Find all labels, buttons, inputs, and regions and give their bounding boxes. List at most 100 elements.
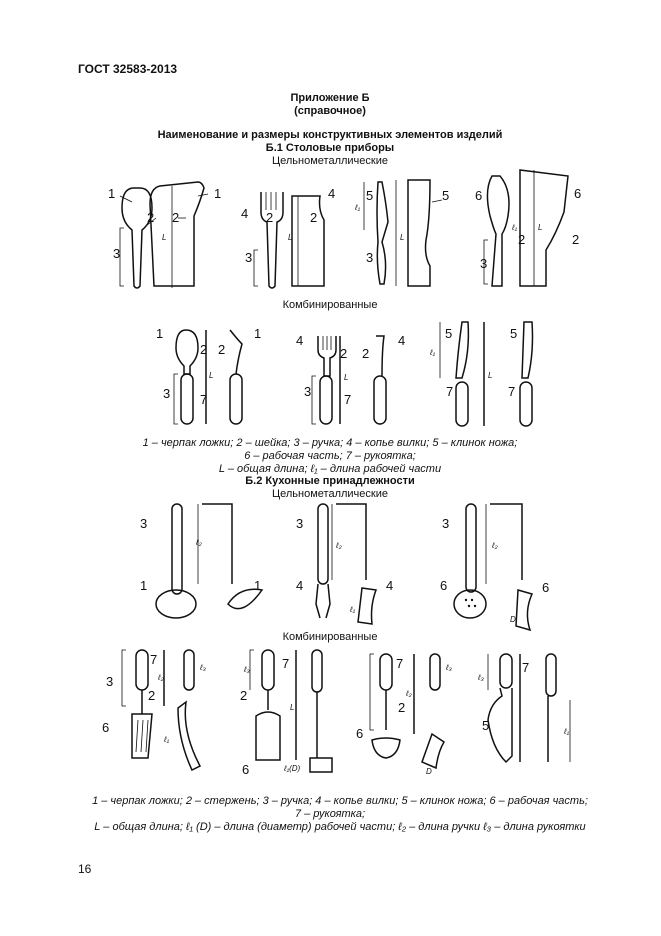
section2-legend-line3: L – общая длина; ℓ₁ (D) – длина (диаметр…: [94, 821, 586, 833]
label-3: 3: [304, 384, 311, 399]
section1-legend-line2: 6 – рабочая часть; 7 – рукоятка;: [244, 450, 416, 462]
figure-skimmer-whole: 3 6 6 ℓ₂ D: [440, 503, 549, 632]
section1-legend-line3: L – общая длина; ℓ₁ – длина рабочей част…: [218, 463, 442, 475]
label-6: 6: [440, 578, 447, 593]
label-5: 5: [442, 188, 449, 203]
figure-spatula-combined: 3 7 2 6 ℓ₂ ℓ₃ ℓ₁: [102, 649, 206, 772]
label-2: 2: [310, 210, 317, 225]
label-7: 7: [522, 660, 529, 675]
section1-title: Б.1 Столовые приборы: [265, 142, 395, 154]
section2-title: Б.2 Кухонные принадлежности: [245, 475, 415, 487]
label-6: 6: [475, 188, 482, 203]
label-L: L: [288, 233, 292, 242]
label-L: L: [162, 233, 166, 242]
section1-legend-line1: 1 – черпак ложки; 2 – шейка; 3 – ручка; …: [142, 437, 518, 449]
label-L: L: [488, 371, 492, 380]
label-6: 6: [356, 726, 363, 741]
label-3: 3: [245, 250, 252, 265]
figure-cleaver-combined: 7 5 ℓ₃ ℓ₁: [477, 653, 571, 764]
label-l2: ℓ₂: [491, 541, 498, 550]
figure-server-whole: 6 6 2 2 3 L ℓ₁: [475, 169, 581, 287]
label-6: 6: [102, 720, 109, 735]
figure-knife-combined: 5 5 7 7 ℓ₁ L: [429, 321, 534, 427]
section2-legend-line1: 1 – черпак ложки; 2 – стержень; 3 – ручк…: [92, 795, 588, 807]
figure-spoon-combined: 1 1 2 2 3 7 L: [156, 326, 261, 425]
label-4: 4: [296, 578, 303, 593]
label-l2: ℓ₂: [195, 538, 202, 547]
label-1: 1: [254, 578, 261, 593]
label-6: 6: [242, 762, 249, 777]
label-l2: ℓ₂: [157, 673, 164, 682]
label-7: 7: [344, 392, 351, 407]
label-2: 2: [398, 700, 405, 715]
label-2: 2: [148, 688, 155, 703]
section2-legend-line2: 7 – рукоятка;: [294, 808, 366, 820]
label-4: 4: [386, 578, 393, 593]
figure-ladle-combined: 7 2 6 ℓ₂ ℓ₃ D: [356, 653, 452, 776]
label-7: 7: [446, 384, 453, 399]
section2-subtitle-whole: Цельнометаллические: [272, 488, 388, 500]
figure-ladle-whole: 3 1 1 ℓ₂: [140, 503, 264, 619]
section1-subtitle-whole: Цельнометаллические: [272, 155, 388, 167]
label-4: 4: [398, 333, 405, 348]
label-D: D: [510, 615, 516, 624]
label-7: 7: [150, 652, 157, 667]
label-3: 3: [140, 516, 147, 531]
label-6: 6: [542, 580, 549, 595]
label-1: 1: [140, 578, 147, 593]
label-L: L: [290, 703, 294, 712]
label-2: 2: [147, 210, 154, 225]
label-l3: ℓ₃: [445, 663, 452, 672]
label-7: 7: [508, 384, 515, 399]
label-2: 2: [172, 210, 179, 225]
figure-spoon-whole: 1 1 2 2 3 L: [108, 181, 221, 289]
label-1: 1: [214, 186, 221, 201]
label-L: L: [538, 223, 542, 232]
label-5: 5: [482, 718, 489, 733]
label-7: 7: [282, 656, 289, 671]
label-3: 3: [113, 246, 120, 261]
label-7: 7: [200, 392, 207, 407]
label-3: 3: [296, 516, 303, 531]
appendix-type: (справочное): [294, 105, 366, 117]
label-l1: ℓ₁: [429, 348, 436, 357]
label-5: 5: [510, 326, 517, 341]
label-4: 4: [241, 206, 248, 221]
label-l3: ℓ₃: [477, 673, 484, 682]
figure-turner-combined: 7 2 6 ℓ₃ L ℓ₁(D): [240, 649, 333, 777]
label-l1: ℓ₁: [563, 727, 570, 736]
appendix-title: Приложение Б: [290, 92, 370, 104]
figure-fork-combined: 4 4 2 2 3 7 L: [296, 333, 405, 425]
label-l3: ℓ₃: [199, 663, 206, 672]
label-l1: ℓ₁: [511, 223, 518, 232]
label-5: 5: [366, 188, 373, 203]
label-2: 2: [218, 342, 225, 357]
label-7: 7: [396, 656, 403, 671]
label-3: 3: [442, 516, 449, 531]
label-l3: ℓ₃: [243, 665, 250, 674]
label-L: L: [209, 371, 213, 380]
label-2: 2: [200, 342, 207, 357]
label-2: 2: [362, 346, 369, 361]
label-l2: ℓ₂: [405, 689, 412, 698]
label-4: 4: [296, 333, 303, 348]
page-number: 16: [78, 862, 92, 876]
label-l1D: ℓ₁(D): [283, 764, 301, 773]
label-3: 3: [480, 256, 487, 271]
label-1: 1: [254, 326, 261, 341]
label-2: 2: [340, 346, 347, 361]
section2-subtitle-combined: Комбинированные: [282, 631, 378, 643]
label-2: 2: [572, 232, 579, 247]
label-1: 1: [108, 186, 115, 201]
main-title: Наименование и размеры конструктивных эл…: [157, 129, 503, 141]
label-3: 3: [366, 250, 373, 265]
label-l1: ℓ₁: [354, 203, 361, 212]
label-l1: ℓ₁: [163, 735, 170, 744]
label-L: L: [344, 373, 348, 382]
label-6: 6: [574, 186, 581, 201]
label-3: 3: [106, 674, 113, 689]
label-4: 4: [328, 186, 335, 201]
label-D: D: [426, 767, 432, 776]
label-L: L: [400, 233, 404, 242]
